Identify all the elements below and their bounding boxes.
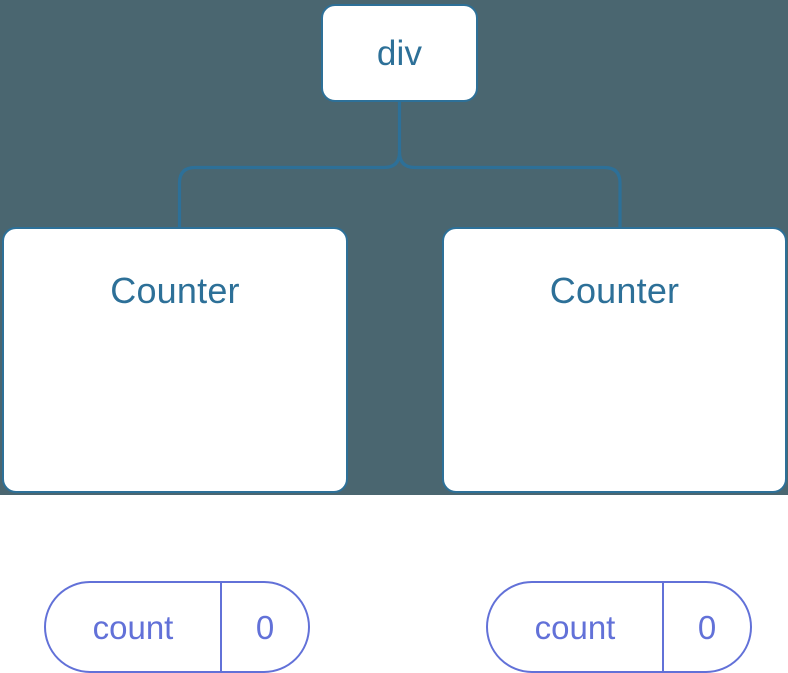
- connector-branch-left: [177, 150, 402, 230]
- connector-branch-right: [397, 150, 622, 230]
- state-pill[interactable]: count 0: [486, 581, 752, 673]
- state-pill[interactable]: count 0: [44, 581, 310, 673]
- tree-connector: [177, 99, 622, 230]
- node-counter-left[interactable]: Counter count 0: [2, 227, 348, 673]
- state-key: count: [488, 583, 664, 671]
- state-key: count: [46, 583, 222, 671]
- component-name-label: Counter: [110, 270, 240, 311]
- component-name-label: Counter: [549, 270, 680, 311]
- state-value: 0: [697, 608, 717, 646]
- node-div-label: div: [376, 33, 423, 73]
- state-value: 0: [255, 608, 275, 646]
- node-counter-right[interactable]: Counter count 0: [442, 227, 787, 673]
- node-div[interactable]: div: [321, 4, 478, 102]
